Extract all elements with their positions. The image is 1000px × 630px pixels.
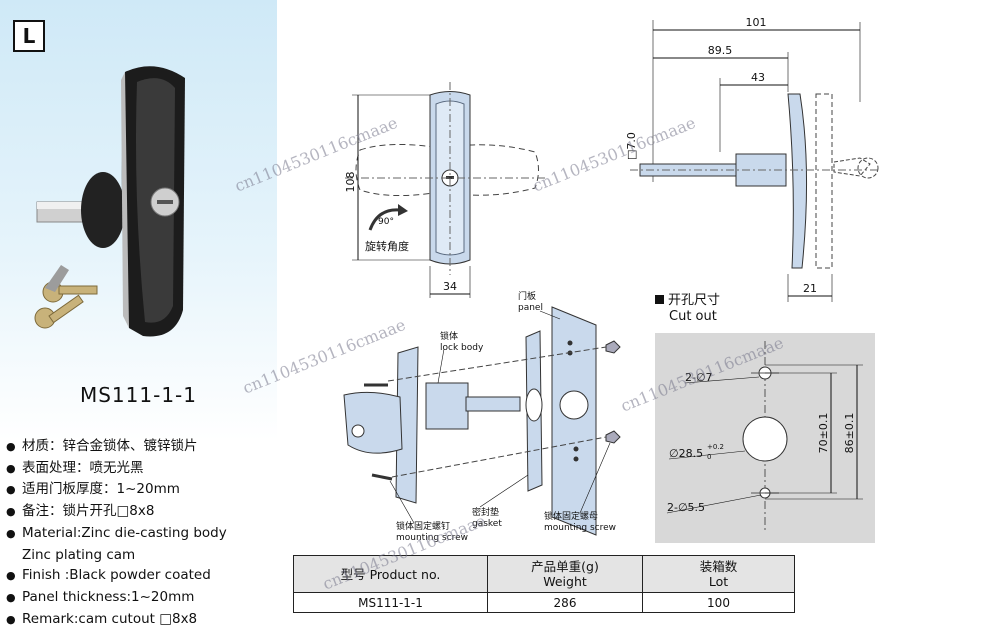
bullet-icon: ● — [6, 440, 16, 453]
center-hole-tol-upper: +0.2 — [707, 443, 724, 451]
screw-label-cn: 锁体固定螺钉 — [396, 520, 450, 532]
exploded-view-drawing: 门板 panel 锁体 lock body 锁体固定螺钉 mounting sc… — [343, 290, 621, 543]
nut-label-cn: 锁体固定螺母 — [544, 510, 598, 522]
bullet-icon: ● — [6, 526, 16, 540]
spec-item: ●备注：锁片开孔□8x8 — [6, 501, 276, 523]
header-product-no: 型号 Product no. — [293, 555, 488, 593]
spec-item: ●Panel thickness:1~20mm — [6, 587, 276, 609]
cutout-drawing: 70±0.1 86±0.1 2-∅7 ∅28.5 +0.2 0 2-∅5.5 — [655, 333, 875, 543]
bullet-icon: ● — [6, 569, 16, 583]
gasket-label-cn: 密封垫 — [472, 506, 499, 518]
dim-21: 21 — [803, 282, 817, 295]
spec-item: ●适用门板厚度：1~20mm — [6, 479, 276, 501]
table-row: MS111-1-1 286 100 — [293, 592, 795, 613]
t-handle-lock-photo — [34, 66, 185, 337]
center-hole-tol-lower: 0 — [707, 453, 711, 461]
height-dim-label: 108 — [344, 172, 357, 193]
top-hole-label: 2-∅7 — [685, 371, 713, 384]
screw-label-en: mounting screw — [396, 533, 468, 543]
bullet-icon: ● — [6, 505, 16, 519]
product-panel: L MS111-1-1 ●材质：锌合金锁体、镀锌 — [0, 0, 277, 629]
bullet-icon: ● — [6, 483, 16, 497]
dim-43: 43 — [751, 71, 765, 84]
lock-body-label-cn: 锁体 — [440, 330, 458, 342]
cam-dim-label: □7.0 — [625, 132, 638, 160]
outer-dim-label: 86±0.1 — [843, 413, 856, 454]
spec-item: ●Material:Zinc die-casting body — [6, 523, 276, 545]
front-view-drawing: 108 34 90° 旋转角度 — [344, 82, 545, 298]
cell-weight: 286 — [487, 592, 643, 613]
bullet-icon: ● — [6, 590, 16, 604]
spec-continuation: Zinc plating cam — [22, 546, 136, 563]
spec-item: ●Finish :Black powder coated — [6, 565, 276, 587]
dim-101: 101 — [746, 16, 767, 29]
bullet-icon: ● — [6, 461, 16, 475]
dim-89-5: 89.5 — [708, 44, 733, 57]
lock-body-label-en: lock body — [440, 343, 484, 353]
spec-item: ●Remark:cam cutout □8x8 — [6, 609, 276, 630]
panel-label-cn: 门板 — [518, 290, 536, 302]
category-badge: L — [13, 20, 45, 52]
rotation-label: 旋转角度 — [365, 239, 409, 253]
cell-product-no: MS111-1-1 — [293, 592, 488, 613]
header-weight: 产品单重(g)Weight — [487, 555, 643, 593]
center-hole-label: ∅28.5 — [669, 447, 703, 460]
square-bullet-icon — [655, 295, 664, 304]
bottom-hole-label: 2-∅5.5 — [667, 501, 705, 514]
rotation-angle-label: 90° — [378, 217, 394, 227]
bullet-icon: ● — [6, 612, 16, 626]
cell-lot: 100 — [642, 592, 795, 613]
width-dim-label: 34 — [443, 280, 457, 293]
inner-dim-label: 70±0.1 — [817, 413, 830, 454]
side-view-drawing: 101 89.5 43 □7.0 21 — [625, 16, 880, 302]
spec-item: ●表面处理：喷无光黑 — [6, 458, 276, 480]
spec-item: ●材质：锌合金锁体、镀锌锁片 — [6, 436, 276, 458]
nut-label-en: mounting screw — [544, 523, 616, 533]
cutout-title: 开孔尺寸 Cut out — [655, 293, 720, 325]
model-name: MS111-1-1 — [79, 383, 197, 407]
gasket-label-en: gasket — [472, 519, 502, 529]
spec-list: ●材质：锌合金锁体、镀锌锁片 ●表面处理：喷无光黑 ●适用门板厚度：1~20mm… — [6, 436, 276, 630]
panel-label-en: panel — [518, 303, 543, 313]
